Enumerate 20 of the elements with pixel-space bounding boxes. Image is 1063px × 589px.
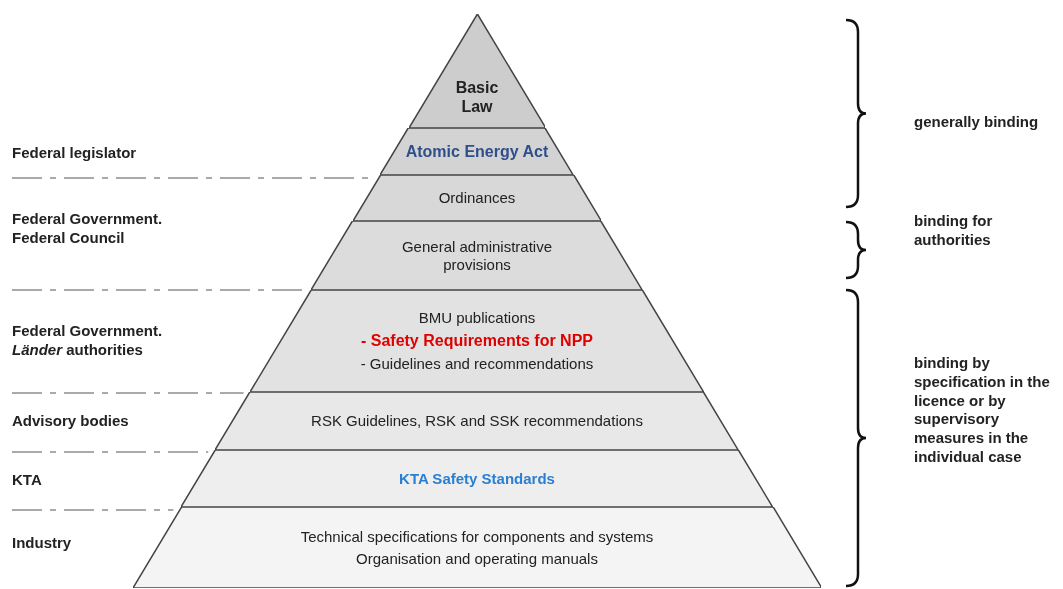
row-label: Federal legislator	[12, 144, 138, 163]
layer-text: Technical specifications for components and systems	[300, 527, 654, 546]
binding-note: binding for authorities	[914, 212, 994, 250]
row-label: Federal Government. Federal Council	[12, 210, 164, 248]
binding-note: binding by specification in the licence or by supervisory measures in the individual case	[914, 354, 1051, 467]
row-label: KTA	[12, 471, 43, 490]
layer-text: Organisation and operating manuals	[356, 549, 598, 568]
layer-text: RSK Guidelines, RSK and SSK recommendations	[311, 412, 643, 430]
layer-text: Atomic Energy Act	[405, 141, 549, 162]
layer-text: General administrative provisions	[400, 237, 553, 274]
layer-text: BMU publications	[418, 309, 536, 328]
row-label: Advisory bodies	[12, 412, 130, 431]
layer-text: - Guidelines and recommendations	[360, 354, 594, 373]
layer-text: - Safety Requirements for NPP	[360, 331, 593, 351]
row-label: Federal Government. Länder authorities	[12, 322, 164, 360]
binding-note: generally binding	[914, 113, 1040, 132]
layer-text: Basic Law	[454, 77, 500, 117]
layer-text: Ordinances	[438, 189, 516, 207]
layer-text: KTA Safety Standards	[399, 469, 555, 488]
row-label: Industry	[12, 534, 73, 553]
